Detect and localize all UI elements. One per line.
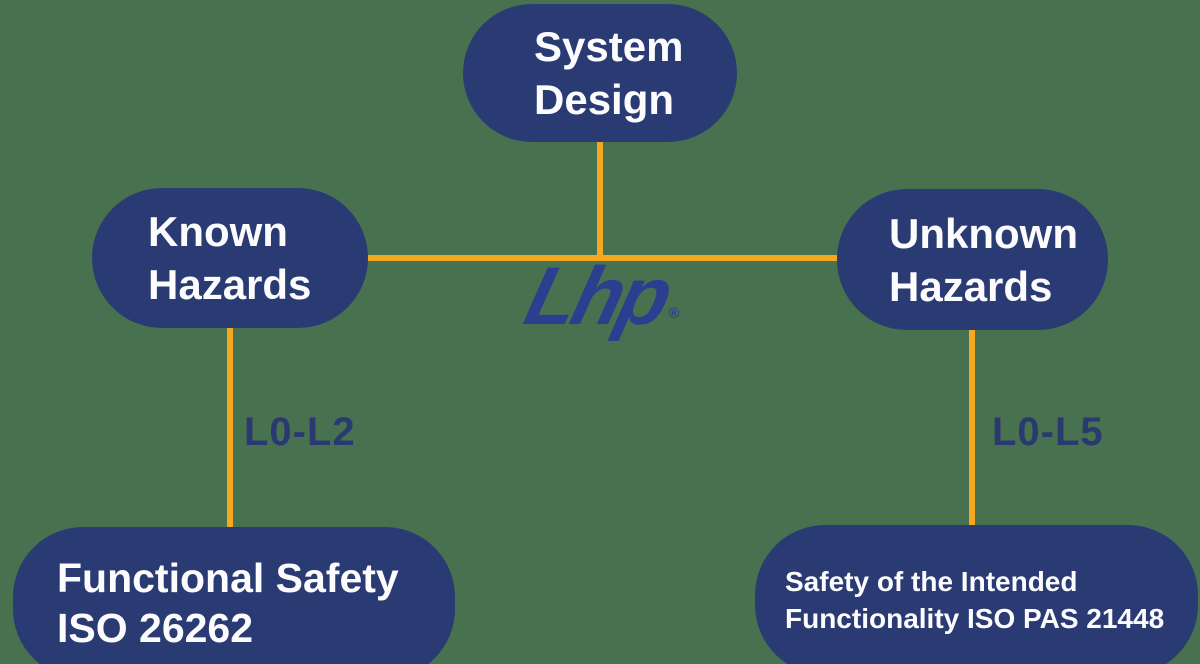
lhp-logo: Lhp ®: [517, 251, 680, 342]
node-sotif-iso-pas-21448: Safety of the Intended Functionality ISO…: [755, 525, 1198, 664]
node-unknown-hazards: Unknown Hazards: [837, 189, 1108, 330]
node-line: Functionality ISO PAS 21448: [785, 603, 1165, 634]
node-system-design: System Design: [463, 4, 737, 142]
node-line: Functional Safety: [57, 555, 399, 601]
connector-system-design-vertical: [597, 140, 603, 258]
connector-known-to-functional: [227, 326, 233, 528]
node-functional-safety-iso-26262: Functional Safety ISO 26262: [13, 527, 455, 664]
connector-unknown-to-sotif: [969, 328, 975, 526]
connector-hazards-horizontal: [368, 255, 838, 261]
registered-trademark-icon: ®: [668, 304, 680, 322]
node-line: ISO 26262: [57, 605, 254, 651]
edge-label-l0-l2: L0-L2: [244, 410, 356, 454]
node-line: System: [534, 23, 684, 70]
node-line: Unknown: [889, 209, 1078, 257]
node-known-hazards: Known Hazards: [92, 188, 368, 328]
lhp-logo-text: Lhp: [516, 251, 678, 342]
node-line: Hazards: [148, 261, 312, 308]
edge-label-l0-l5: L0-L5: [992, 410, 1104, 454]
node-line: Design: [534, 76, 675, 123]
node-line: Known: [148, 208, 288, 255]
node-line: Hazards: [889, 262, 1053, 310]
node-line: Safety of the Intended: [785, 566, 1078, 597]
